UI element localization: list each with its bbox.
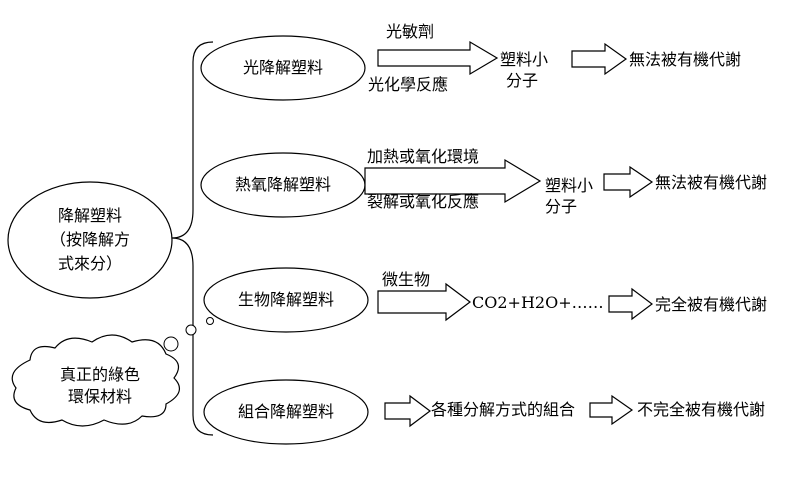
root-label-line-3: 式來分） [57,254,122,273]
branch-2-name: 熱氧降解塑料 [234,175,331,194]
branch-4-ellipse [203,379,369,445]
branch-1-upper-label: 光敏劑 [386,22,435,41]
branch-4-arrow-1 [384,394,431,428]
branch-4-arrow-2 [589,394,634,426]
root-label-line-1: 降解塑料 [57,206,122,225]
branch-3-upper-label: 微生物 [382,270,431,289]
thought-bubble-medium [185,324,197,336]
branch-2-result-line-1: 塑料小 [545,176,594,195]
branch-3-result: CO2+H2O+…… [472,293,604,312]
branch-1-result-line-2: 分子 [506,71,539,90]
cloud-shape [11,334,181,427]
cloud-label-line-1: 真正的綠色 [59,365,140,384]
branch-1-ellipse [200,35,366,101]
branch-brace [171,41,214,436]
branch-2-upper-label: 加熱或氧化環境 [367,147,480,166]
cloud-label-line-2: 環保材料 [67,387,132,406]
branch-3-name: 生物降解塑料 [237,290,334,309]
branch-1-arrow-1 [377,40,499,76]
branch-4-result: 各種分解方式的組合 [431,400,576,419]
branch-4-outcome: 不完全被有機代謝 [637,400,766,419]
branch-1-outcome: 無法被有機代謝 [629,50,742,69]
branch-1-result-line-1: 塑料小 [500,50,549,69]
root-label-line-2: （按降解方 [49,230,130,249]
root-node-ellipse [7,181,173,299]
branch-3-arrow-2 [608,287,653,321]
thought-bubble-large [163,336,179,352]
branch-2-arrow-2 [603,165,654,199]
branch-3-outcome: 完全被有機代謝 [655,295,768,314]
branch-4-name: 組合降解塑料 [237,402,334,421]
branch-2-result-line-2: 分子 [545,197,578,216]
branch-1-lower-label: 光化學反應 [368,75,449,94]
branch-1-name: 光降解塑料 [242,58,323,77]
branch-1-arrow-2 [571,42,628,76]
branch-3-arrow-1 [377,282,471,322]
thought-bubble-small [206,317,214,325]
branch-3-ellipse [203,267,369,333]
branch-2-arrow-1 [364,158,542,204]
branch-2-lower-label: 裂解或氧化反應 [367,192,480,211]
branch-2-outcome: 無法被有機代謝 [655,173,768,192]
